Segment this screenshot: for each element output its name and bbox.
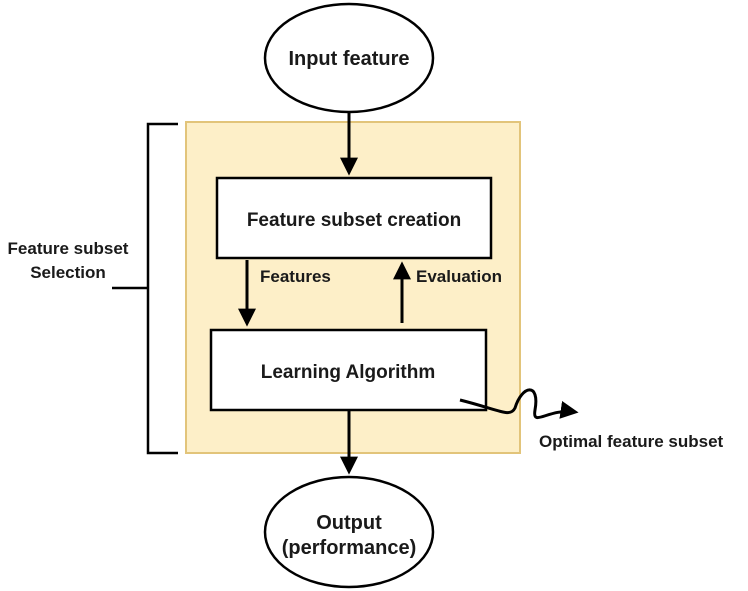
learning-algorithm-node [209,328,488,412]
optimal-feature-subset-label: Optimal feature subset [539,432,724,451]
arrow-optimal-subset [459,388,579,420]
selection-bracket [112,122,178,455]
feature-subset-creation-label: Feature subset creation [247,210,461,231]
selection-label-line2: Selection [30,263,106,282]
output-node [263,475,435,589]
selection-label-line1: Feature subset [8,239,129,258]
evaluation-label: Evaluation [416,267,502,286]
features-label: Features [260,267,331,286]
learning-algorithm-label: Learning Algorithm [261,362,436,383]
output-label-line2: (performance) [282,537,416,559]
output-label-line1: Output [316,512,382,534]
feature-subset-creation-node [215,176,493,260]
input-feature-label: Input feature [288,48,409,70]
